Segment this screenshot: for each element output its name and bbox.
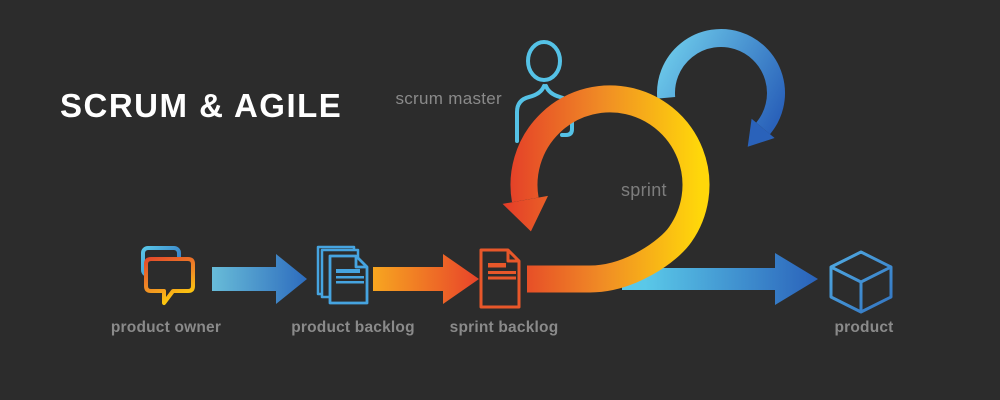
- cube-outline: [829, 250, 893, 314]
- owner-to-backlog-arrow: [212, 254, 307, 304]
- sprint-doc-text-lines: [488, 263, 516, 280]
- sprint-label: sprint: [621, 180, 667, 200]
- product-owner-chat-icon: [141, 246, 195, 305]
- product-label: product: [834, 319, 893, 336]
- person-left-shoulder: [515, 84, 546, 143]
- doc-sheet-front: [328, 254, 369, 305]
- iteration-loop-arrowhead: [747, 118, 775, 147]
- sprint-doc-outline: [479, 248, 521, 309]
- person-head: [526, 40, 562, 82]
- chat-bubble-front: [144, 257, 195, 305]
- product-cube-icon: [829, 250, 893, 314]
- sprint-to-product-arrow: [622, 253, 818, 305]
- sprint-loop-band: [510, 85, 710, 293]
- sprint-loop-arrowhead: [502, 195, 548, 232]
- product-owner-label: product owner: [111, 319, 221, 336]
- cube-inner-edges: [830, 265, 892, 312]
- sprint-backlog-doc-icon: [479, 248, 521, 309]
- sprint-backlog-label: sprint backlog: [450, 319, 559, 336]
- product-backlog-label: product backlog: [291, 319, 415, 336]
- iteration-loop-arrow: [657, 29, 785, 147]
- scrum-master-person-icon: [515, 40, 574, 143]
- product-backlog-docs-icon: [316, 245, 369, 305]
- iteration-loop-arc: [657, 29, 785, 135]
- page-title: SCRUM & AGILE: [60, 87, 342, 124]
- backlog-to-sprint-arrow: [373, 254, 479, 304]
- sprint-loop: [502, 85, 710, 293]
- doc-fold-corner: [354, 256, 367, 269]
- doc-text-lines: [336, 269, 364, 284]
- sprint-doc-fold-corner: [506, 250, 519, 263]
- scrum-master-label: scrum master: [395, 89, 502, 108]
